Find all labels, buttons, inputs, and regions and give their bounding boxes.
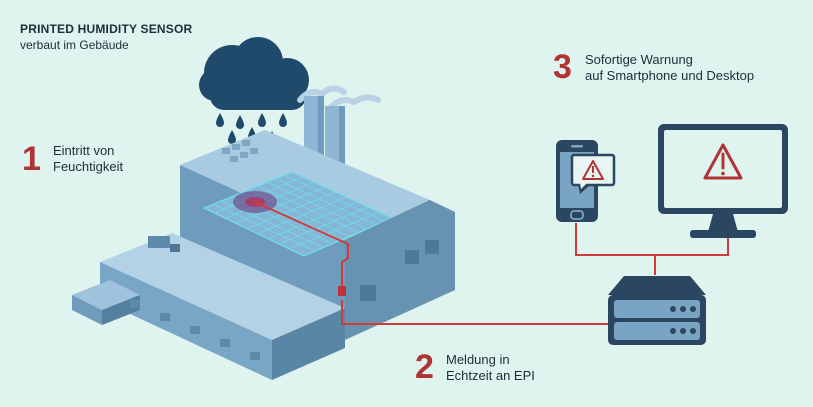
- step-2-label: Meldung in Echtzeit an EPI: [446, 352, 535, 384]
- step-1-line1: Eintritt von: [53, 143, 115, 158]
- step-3-line2: auf Smartphone und Desktop: [585, 68, 755, 83]
- step-2-line2: Echtzeit an EPI: [446, 368, 535, 383]
- desktop-monitor-icon: [658, 124, 788, 238]
- step-1-number: 1: [22, 140, 41, 178]
- page-subtitle: verbaut im Gebäude: [20, 38, 129, 52]
- step-3-label: Sofortige Warnung auf Smartphone und Des…: [585, 52, 754, 84]
- step-2-line1: Meldung in: [446, 352, 510, 367]
- page-title: PRINTED HUMIDITY SENSOR: [20, 22, 193, 36]
- server-icon: [608, 276, 706, 345]
- sensor-node: [338, 286, 346, 296]
- warning-triangle-icon: [703, 143, 743, 180]
- step-1-label: Eintritt von Feuchtigkeit: [53, 143, 123, 175]
- factory-building: [72, 85, 455, 380]
- step-3-number: 3: [553, 48, 572, 86]
- smartphone-icon: [556, 140, 616, 222]
- rain-cloud-icon: [199, 37, 309, 145]
- step-2-number: 2: [415, 348, 434, 386]
- connection-wires: [254, 201, 729, 325]
- step-1-line2: Feuchtigkeit: [53, 159, 124, 174]
- warning-triangle-icon: [582, 160, 604, 180]
- step-3-line1: Sofortige Warnung: [585, 52, 693, 67]
